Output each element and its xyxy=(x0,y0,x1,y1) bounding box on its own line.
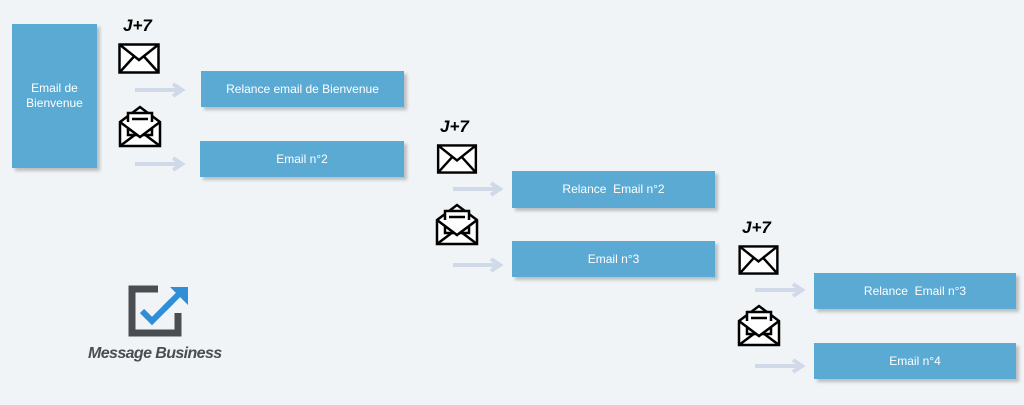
reminder-label-3: Relance Email n°3 xyxy=(863,283,967,298)
arrow-to-next-email-2 xyxy=(453,257,504,273)
reminder-label-1: Relance email de Bienvenue xyxy=(226,81,379,96)
delay-label-stage-1: J+7 xyxy=(123,16,152,35)
reminder-node-3: Relance Email n°3 xyxy=(814,273,1016,309)
delay-label-stage-3: J+7 xyxy=(742,218,771,237)
closed-envelope-icon xyxy=(738,245,779,275)
logo-wordmark: Message Business xyxy=(88,345,222,362)
delay-label-stage-2: J+7 xyxy=(440,117,469,136)
open-envelope-icon xyxy=(118,105,162,148)
arrow-to-reminder-2 xyxy=(453,181,504,197)
open-envelope-icon xyxy=(737,304,781,347)
arrow-to-next-email-1 xyxy=(135,156,186,172)
email-node-2: Email n°2 xyxy=(200,141,404,177)
arrow-to-reminder-3 xyxy=(755,282,806,298)
reminder-node-2: Relance Email n°2 xyxy=(512,171,715,208)
reminder-label-2: Relance Email n°2 xyxy=(562,182,665,196)
email-label-3: Email n°3 xyxy=(587,251,640,266)
closed-envelope-icon xyxy=(118,43,160,74)
email-node-4: Email n°4 xyxy=(814,343,1016,379)
reminder-node-1: Relance email de Bienvenue xyxy=(201,71,404,107)
email-label-2: Email n°2 xyxy=(276,151,328,166)
email-node-3: Email n°3 xyxy=(512,241,715,277)
message-business-logo-icon xyxy=(128,285,188,337)
closed-envelope-icon xyxy=(436,144,478,174)
arrow-to-next-email-3 xyxy=(755,358,806,374)
start-node-label: Email de Bienvenue xyxy=(26,81,83,110)
email-label-4: Email n°4 xyxy=(889,353,941,368)
arrow-to-reminder-1 xyxy=(135,82,186,98)
start-node-welcome-email: Email de Bienvenue xyxy=(12,24,97,168)
open-envelope-icon xyxy=(435,203,479,246)
